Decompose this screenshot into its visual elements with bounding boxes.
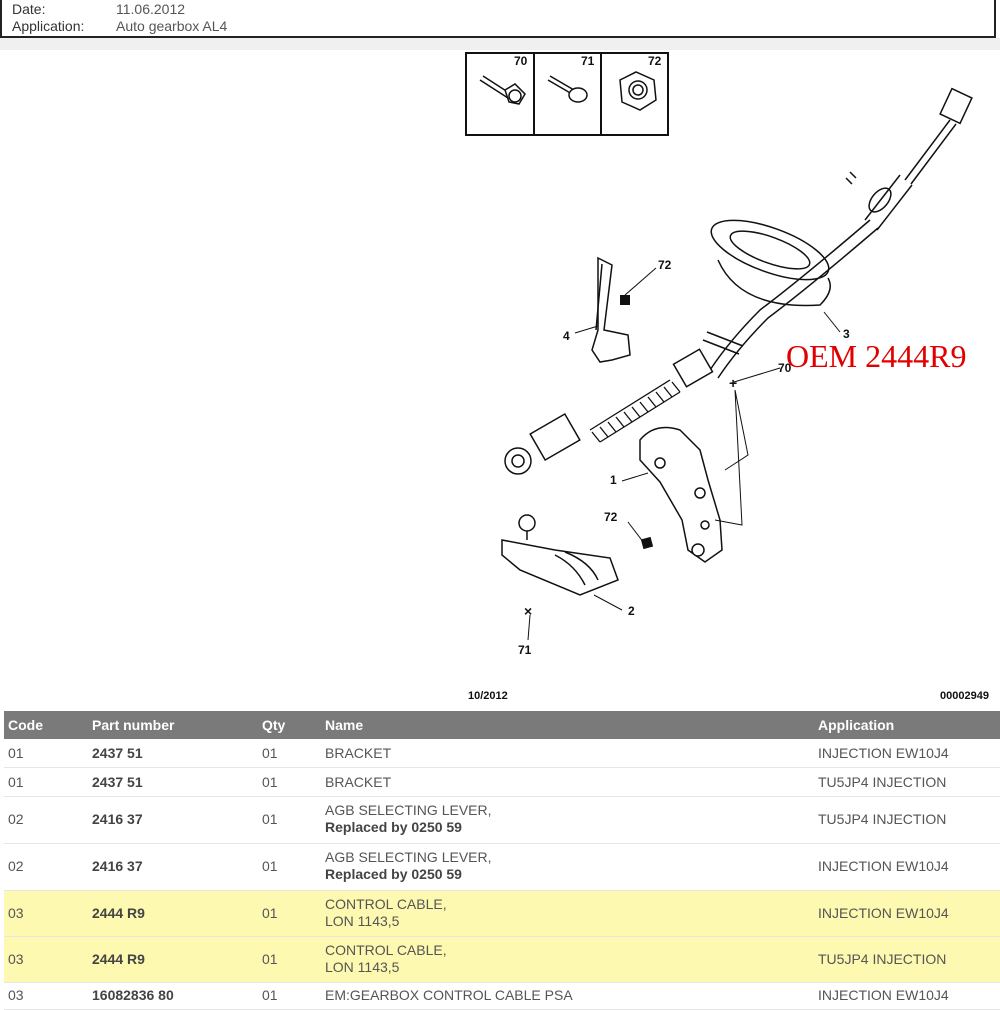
row-application: TU5JP4 INJECTION bbox=[818, 774, 947, 790]
selecting-lever-2-drawing bbox=[501, 514, 619, 596]
bolt-70-icon bbox=[479, 75, 526, 105]
row-application: TU5JP4 INJECTION bbox=[818, 951, 947, 967]
marker-71-cross: × bbox=[524, 603, 532, 619]
clip-4-drawing bbox=[591, 256, 631, 363]
row-part-number[interactable]: 2416 37 bbox=[92, 858, 143, 874]
row-name-line1: CONTROL CABLE, bbox=[325, 942, 447, 958]
row-name-line1: CONTROL CABLE, bbox=[325, 896, 447, 912]
bracket-1-drawing bbox=[639, 426, 723, 563]
control-cable-drawing bbox=[504, 87, 973, 475]
table-row[interactable]: 01 2437 51 01 BRACKET INJECTION EW10J4 bbox=[4, 739, 1000, 768]
header-code[interactable]: Code bbox=[8, 717, 43, 733]
callout-70: 70 bbox=[778, 361, 792, 375]
row-qty: 01 bbox=[262, 951, 278, 967]
row-name-line1: AGB SELECTING LEVER, bbox=[325, 802, 492, 818]
diagram-footer-date: 10/2012 bbox=[468, 690, 508, 702]
inset-label-70: 70 bbox=[514, 54, 528, 68]
parts-table: Code Part number Qty Name Application 01… bbox=[4, 711, 1000, 1010]
table-row[interactable]: 03 16082836 80 01 EM:GEARBOX CONTROL CAB… bbox=[4, 983, 1000, 1010]
row-name-line2: LON 1143,5 bbox=[325, 913, 400, 929]
row-code: 02 bbox=[8, 811, 24, 827]
application-value: Auto gearbox AL4 bbox=[116, 18, 228, 34]
table-header: Code Part number Qty Name Application bbox=[4, 711, 1000, 739]
row-name-replacement[interactable]: Replaced by 0250 59 bbox=[325, 819, 462, 835]
row-name: EM:GEARBOX CONTROL CABLE PSA bbox=[325, 987, 573, 1004]
table-row[interactable]: 02 2416 37 01 AGB SELECTING LEVER, Repla… bbox=[4, 844, 1000, 891]
row-qty: 01 bbox=[262, 774, 278, 790]
row-part-number[interactable]: 2437 51 bbox=[92, 745, 143, 761]
exploded-parts-diagram: 70 71 72 bbox=[0, 50, 1000, 710]
row-code: 02 bbox=[8, 858, 24, 874]
callout-3: 3 bbox=[843, 327, 850, 341]
row-code: 01 bbox=[8, 745, 24, 761]
callout-72-bottom: 72 bbox=[604, 510, 618, 524]
row-name: CONTROL CABLE, LON 1143,5 bbox=[325, 942, 447, 976]
header-qty[interactable]: Qty bbox=[262, 717, 286, 733]
row-qty: 01 bbox=[262, 905, 278, 921]
date-label: Date: bbox=[12, 1, 46, 17]
table-row-highlighted[interactable]: 03 2444 R9 01 CONTROL CABLE, LON 1143,5 … bbox=[4, 937, 1000, 983]
row-code: 03 bbox=[8, 987, 24, 1003]
callout-1: 1 bbox=[610, 473, 617, 487]
row-application: INJECTION EW10J4 bbox=[818, 745, 949, 761]
inset-label-71: 71 bbox=[581, 54, 595, 68]
row-name-replacement[interactable]: Replaced by 0250 59 bbox=[325, 866, 462, 882]
callout-2: 2 bbox=[628, 604, 635, 618]
marker-72-top bbox=[620, 295, 630, 305]
row-code: 03 bbox=[8, 951, 24, 967]
document-info-box: Date: 11.06.2012 Application: Auto gearb… bbox=[0, 0, 996, 38]
callout-72-top: 72 bbox=[658, 258, 672, 272]
row-name: BRACKET bbox=[325, 745, 391, 762]
row-part-number[interactable]: 2416 37 bbox=[92, 811, 143, 827]
date-value: 11.06.2012 bbox=[116, 1, 186, 17]
row-qty: 01 bbox=[262, 745, 278, 761]
row-name-line2: LON 1143,5 bbox=[325, 959, 400, 975]
row-application: INJECTION EW10J4 bbox=[818, 905, 949, 921]
row-name: AGB SELECTING LEVER, Replaced by 0250 59 bbox=[325, 849, 492, 883]
row-part-number[interactable]: 2444 R9 bbox=[92, 905, 145, 921]
oem-overlay-text: OEM 2444R9 bbox=[786, 338, 967, 374]
row-name: AGB SELECTING LEVER, Replaced by 0250 59 bbox=[325, 802, 492, 836]
table-row[interactable]: 01 2437 51 01 BRACKET TU5JP4 INJECTION bbox=[4, 768, 1000, 797]
row-application: TU5JP4 INJECTION bbox=[818, 811, 947, 827]
header-application[interactable]: Application bbox=[818, 717, 895, 733]
row-code: 01 bbox=[8, 774, 24, 790]
row-name-line1: BRACKET bbox=[325, 774, 392, 790]
row-name: BRACKET bbox=[325, 774, 391, 791]
header-divider bbox=[0, 38, 1000, 50]
fastener-inset bbox=[465, 52, 669, 136]
nut-72-icon bbox=[619, 71, 657, 111]
row-name-line1: AGB SELECTING LEVER, bbox=[325, 849, 492, 865]
row-part-number[interactable]: 16082836 80 bbox=[92, 987, 174, 1003]
row-qty: 01 bbox=[262, 811, 278, 827]
application-label: Application: bbox=[12, 18, 85, 34]
callout-71: 71 bbox=[518, 643, 532, 657]
parts-drawing: 70 71 72 bbox=[465, 52, 973, 657]
callout-4: 4 bbox=[563, 329, 570, 343]
row-part-number[interactable]: 2437 51 bbox=[92, 774, 143, 790]
row-name-line1: EM:GEARBOX CONTROL CABLE PSA bbox=[325, 987, 573, 1003]
row-qty: 01 bbox=[262, 987, 278, 1003]
bolt-71-icon bbox=[547, 75, 588, 103]
row-name-line1: BRACKET bbox=[325, 745, 392, 761]
table-row-highlighted[interactable]: 03 2444 R9 01 CONTROL CABLE, LON 1143,5 … bbox=[4, 891, 1000, 937]
row-name: CONTROL CABLE, LON 1143,5 bbox=[325, 896, 447, 930]
header-name[interactable]: Name bbox=[325, 717, 364, 733]
table-row[interactable]: 02 2416 37 01 AGB SELECTING LEVER, Repla… bbox=[4, 797, 1000, 844]
row-code: 03 bbox=[8, 905, 24, 921]
row-qty: 01 bbox=[262, 858, 278, 874]
row-application: INJECTION EW10J4 bbox=[818, 987, 949, 1003]
row-application: INJECTION EW10J4 bbox=[818, 858, 949, 874]
header-part-number[interactable]: Part number bbox=[92, 717, 175, 733]
marker-72-bottom bbox=[640, 536, 654, 550]
row-part-number[interactable]: 2444 R9 bbox=[92, 951, 145, 967]
marker-70-plus: + bbox=[729, 375, 737, 391]
diagram-footer-code: 00002949 bbox=[940, 690, 989, 702]
callout-leaders bbox=[527, 267, 841, 641]
inset-label-72: 72 bbox=[648, 54, 662, 68]
